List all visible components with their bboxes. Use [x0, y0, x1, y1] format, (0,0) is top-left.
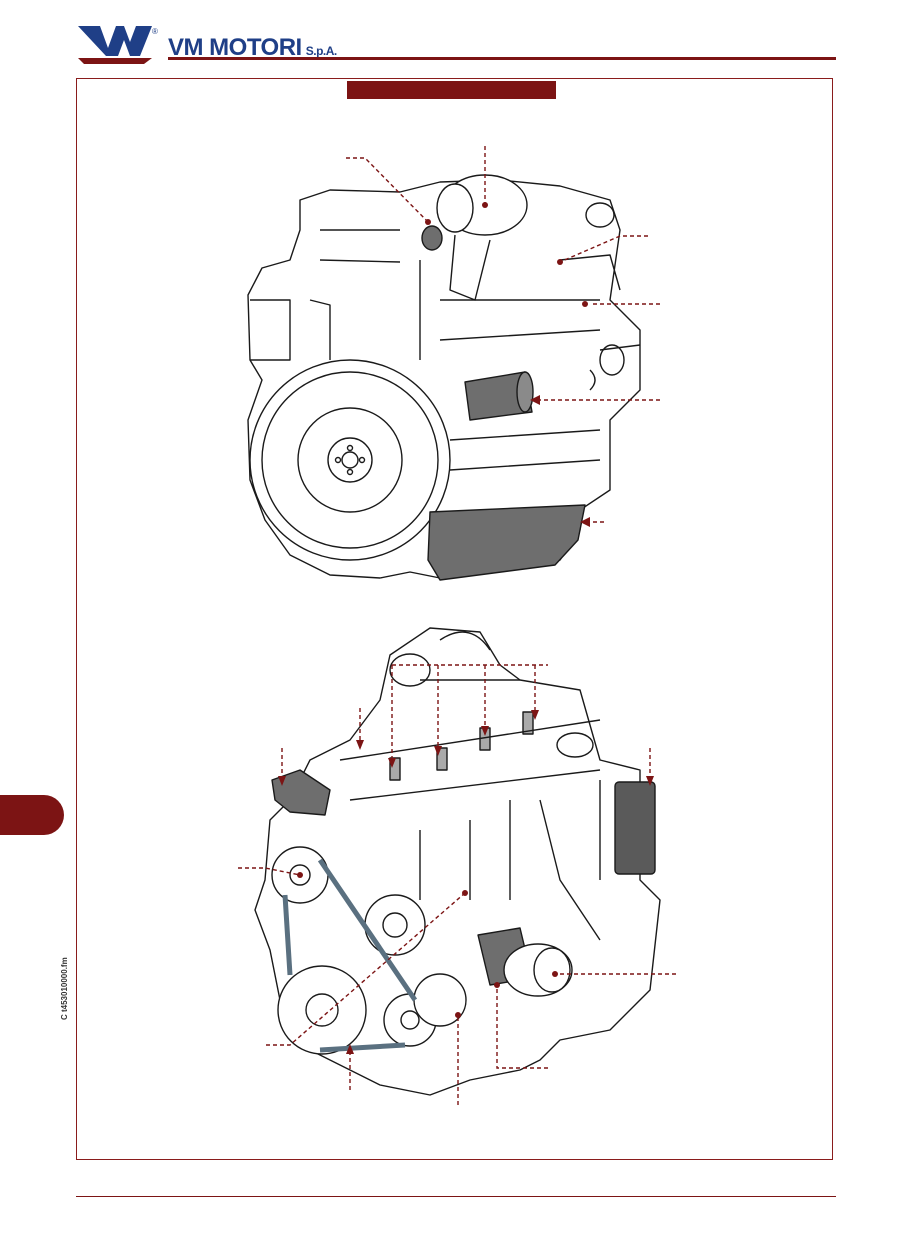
- header-rule: [168, 57, 836, 60]
- oil-filter: [477, 927, 573, 997]
- fuel-filter: [614, 781, 656, 875]
- vm-logo-icon: ®: [78, 26, 158, 64]
- page-frame: [76, 78, 833, 1160]
- trademark-symbol: ®: [152, 27, 158, 36]
- callout-markers: [278, 202, 654, 1054]
- thermostat-housing: [271, 769, 331, 816]
- flywheel: [249, 359, 451, 561]
- oil-sump: [427, 504, 586, 581]
- title-bar: [347, 81, 556, 99]
- footer-rule: [76, 1196, 836, 1197]
- chapter-tab: [0, 795, 64, 835]
- starter-motor: [464, 371, 533, 421]
- brand-name-text: VM MOTORI: [168, 34, 302, 61]
- brand-suffix: S.p.A.: [305, 44, 338, 58]
- turbo-inlet: [421, 225, 443, 251]
- engine-rear-left-view: [247, 174, 641, 581]
- callout-lines: [238, 146, 676, 1105]
- engine-front-right-view: [254, 627, 661, 1096]
